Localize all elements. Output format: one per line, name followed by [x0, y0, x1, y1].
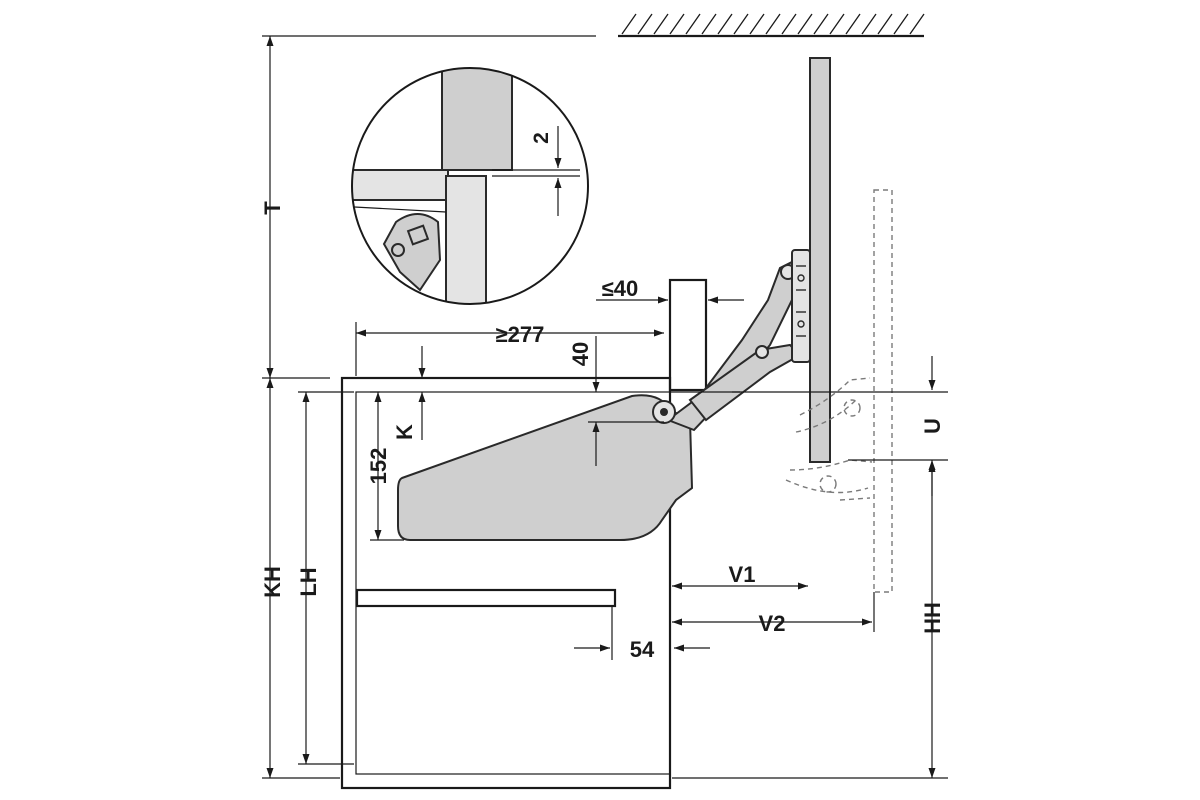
label-T: T — [260, 201, 285, 215]
dim-277 — [355, 322, 664, 376]
dim-LH — [298, 391, 354, 765]
dim-152 — [370, 391, 404, 541]
dim-KH — [262, 378, 340, 779]
lift-housing — [397, 394, 694, 541]
cabinet-top-block — [668, 278, 708, 392]
ceiling-hatching — [618, 13, 925, 38]
cabinet-shelf — [355, 588, 617, 608]
label-V1: V1 — [729, 562, 756, 587]
label-U: U — [920, 418, 945, 434]
arm-pivot-mid — [755, 345, 769, 359]
hatch-stroke — [829, 13, 845, 35]
hatch-stroke — [781, 13, 797, 35]
label-2: 2 — [530, 132, 553, 144]
label-le40: ≤40 — [602, 276, 639, 301]
door-fitting-details — [796, 265, 806, 337]
detail-view — [351, 67, 589, 305]
door-fitting-plate — [791, 249, 811, 363]
label-LH: LH — [296, 567, 321, 596]
dim-2 — [492, 126, 580, 216]
hatch-stroke — [861, 13, 877, 35]
hatch-stroke — [621, 13, 637, 35]
arm-pivot-inner — [660, 408, 668, 416]
dim-HH — [672, 460, 948, 779]
hatch-stroke — [893, 13, 909, 35]
door-panel-open — [809, 57, 831, 463]
hatch-stroke — [909, 13, 925, 35]
hatch-stroke — [653, 13, 669, 35]
hatch-stroke — [733, 13, 749, 35]
hatch-stroke — [701, 13, 717, 35]
hatch-stroke — [813, 13, 829, 35]
hatch-stroke — [669, 13, 685, 35]
hatch-stroke — [845, 13, 861, 35]
dim-54 — [574, 606, 710, 660]
hatch-stroke — [749, 13, 765, 35]
dim-V2 — [672, 592, 875, 632]
hatch-stroke — [877, 13, 893, 35]
hatch-stroke — [685, 13, 701, 35]
cabinet-body — [340, 376, 672, 790]
label-277: ≥277 — [496, 322, 545, 347]
label-152: 152 — [366, 448, 391, 485]
label-K: K — [392, 424, 417, 440]
hatch-stroke — [637, 13, 653, 35]
dim-40 — [588, 336, 740, 466]
hatch-stroke — [717, 13, 733, 35]
label-V2: V2 — [759, 611, 786, 636]
label-HH: HH — [920, 602, 945, 634]
hatch-stroke — [797, 13, 813, 35]
hatch-stroke — [765, 13, 781, 35]
ghost-door-closed — [785, 189, 893, 593]
label-54: 54 — [630, 637, 655, 662]
label-40: 40 — [568, 342, 593, 366]
label-KH: KH — [260, 566, 285, 598]
